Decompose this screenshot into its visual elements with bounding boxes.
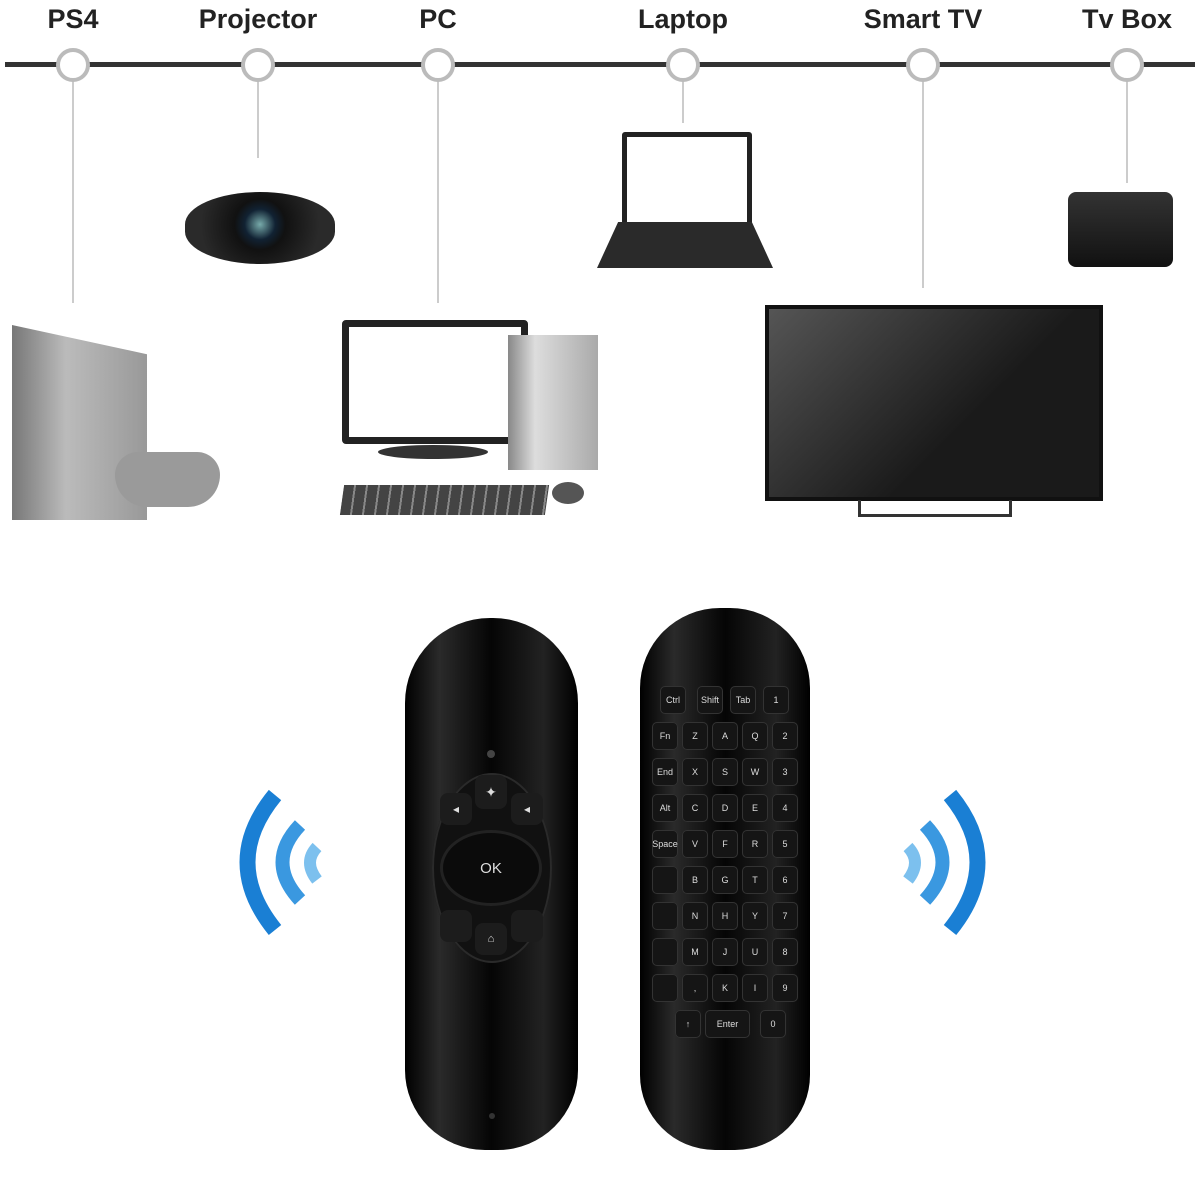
signal-arc — [903, 842, 921, 884]
keyboard-key[interactable]: Alt — [652, 794, 678, 822]
keyboard-key[interactable]: B — [682, 866, 708, 894]
keyboard-key[interactable]: Tab — [730, 686, 756, 714]
timeline-node — [56, 48, 90, 82]
home-button[interactable]: ⌂ — [475, 923, 507, 955]
keyboard-key[interactable]: End — [652, 758, 678, 786]
remote-front: ✦ ◂ ◂ OK ⌂ — [405, 618, 578, 1150]
device-label-5: Tv Box — [1081, 4, 1173, 34]
keyboard-key[interactable]: 8 — [772, 938, 798, 966]
keyboard-key[interactable]: V — [682, 830, 708, 858]
smart-tv-stand — [858, 500, 1012, 517]
keyboard-key[interactable]: U — [742, 938, 768, 966]
keyboard-key[interactable]: M — [682, 938, 708, 966]
keyboard-key[interactable]: Y — [742, 902, 768, 930]
signal-arc — [304, 842, 322, 884]
keyboard-key[interactable]: Ctrl — [660, 686, 686, 714]
keyboard-key[interactable] — [652, 866, 678, 894]
keyboard-key[interactable]: R — [742, 830, 768, 858]
keyboard-key[interactable] — [652, 902, 678, 930]
device-label-2: PC — [419, 4, 457, 34]
keyboard-key[interactable] — [652, 938, 678, 966]
timeline-node — [906, 48, 940, 82]
smart-tv-image — [765, 305, 1103, 501]
tv-box-image — [1068, 192, 1173, 267]
signal-arc — [275, 820, 306, 905]
keyboard-key[interactable]: Shift — [697, 686, 723, 714]
keyboard-key[interactable]: 3 — [772, 758, 798, 786]
pc-mouse-image — [552, 482, 584, 504]
pc-tower-image — [508, 335, 598, 470]
keyboard-key[interactable]: D — [712, 794, 738, 822]
timeline-node — [241, 48, 275, 82]
connector-line — [1126, 78, 1128, 183]
pc-monitor-image — [342, 320, 528, 444]
ok-label: OK — [480, 859, 502, 877]
keyboard-key[interactable]: E — [742, 794, 768, 822]
indicator-led — [487, 750, 495, 758]
signal-arc — [239, 789, 282, 936]
keyboard-key[interactable]: C — [682, 794, 708, 822]
keyboard-key[interactable]: S — [712, 758, 738, 786]
keyboard-key[interactable]: 7 — [772, 902, 798, 930]
keyboard-key[interactable]: X — [682, 758, 708, 786]
keyboard-key[interactable]: A — [712, 722, 738, 750]
connector-line — [922, 78, 924, 288]
device-label-3: Laptop — [638, 4, 728, 34]
back-button[interactable]: ◂ — [440, 793, 472, 825]
keyboard-key[interactable]: 0 — [760, 1010, 786, 1038]
keyboard-key[interactable]: 1 — [763, 686, 789, 714]
keyboard-key[interactable]: N — [682, 902, 708, 930]
wireless-signal-left-icon — [239, 789, 322, 936]
keyboard-key[interactable]: 9 — [772, 974, 798, 1002]
keyboard-key[interactable]: Space — [652, 830, 678, 858]
timeline-node — [421, 48, 455, 82]
connector-line — [72, 78, 74, 303]
connector-line — [257, 78, 259, 158]
keyboard-key[interactable]: K — [712, 974, 738, 1002]
pc-keyboard-image — [339, 485, 550, 515]
timeline-node — [1110, 48, 1144, 82]
projector-image — [185, 192, 335, 264]
device-label-4: Smart TV — [863, 4, 983, 34]
mic-button[interactable]: ✦ — [475, 775, 507, 809]
ok-button[interactable]: OK — [443, 833, 539, 903]
keyboard-key[interactable]: , — [682, 974, 708, 1002]
laptop-image — [622, 132, 752, 234]
keyboard-key[interactable] — [652, 974, 678, 1002]
keyboard-key[interactable]: Enter — [705, 1010, 750, 1038]
signal-arc — [943, 789, 986, 936]
keyboard-key[interactable]: W — [742, 758, 768, 786]
keyboard-key[interactable]: H — [712, 902, 738, 930]
ps4-controller-image — [115, 452, 220, 507]
keyboard-key[interactable]: J — [712, 938, 738, 966]
wireless-signal-right-icon — [903, 789, 986, 936]
keyboard-key[interactable]: Fn — [652, 722, 678, 750]
mic-hole — [489, 1113, 495, 1119]
keyboard-key[interactable]: Q — [742, 722, 768, 750]
keyboard-key[interactable]: F — [712, 830, 738, 858]
timeline-node — [666, 48, 700, 82]
timeline-line — [5, 62, 1195, 67]
keyboard-key[interactable]: 2 — [772, 722, 798, 750]
keyboard-key[interactable]: Z — [682, 722, 708, 750]
laptop-base — [597, 222, 773, 268]
keyboard-key[interactable]: 4 — [772, 794, 798, 822]
keyboard-key[interactable]: G — [712, 866, 738, 894]
device-label-1: Projector — [198, 4, 318, 34]
volume-button[interactable]: ◂ — [511, 793, 543, 825]
keyboard-key[interactable]: 5 — [772, 830, 798, 858]
device-label-0: PS4 — [47, 4, 99, 34]
keyboard-key[interactable]: T — [742, 866, 768, 894]
pc-monitor-stand — [378, 445, 488, 459]
signal-arc — [919, 820, 950, 905]
keyboard-key[interactable]: I — [742, 974, 768, 1002]
connector-line — [437, 78, 439, 303]
keyboard-key[interactable]: 6 — [772, 866, 798, 894]
left-bottom-button[interactable] — [440, 910, 472, 942]
menu-button[interactable] — [511, 910, 543, 942]
connector-line — [682, 78, 684, 123]
keyboard-key[interactable]: ↑ — [675, 1010, 701, 1038]
